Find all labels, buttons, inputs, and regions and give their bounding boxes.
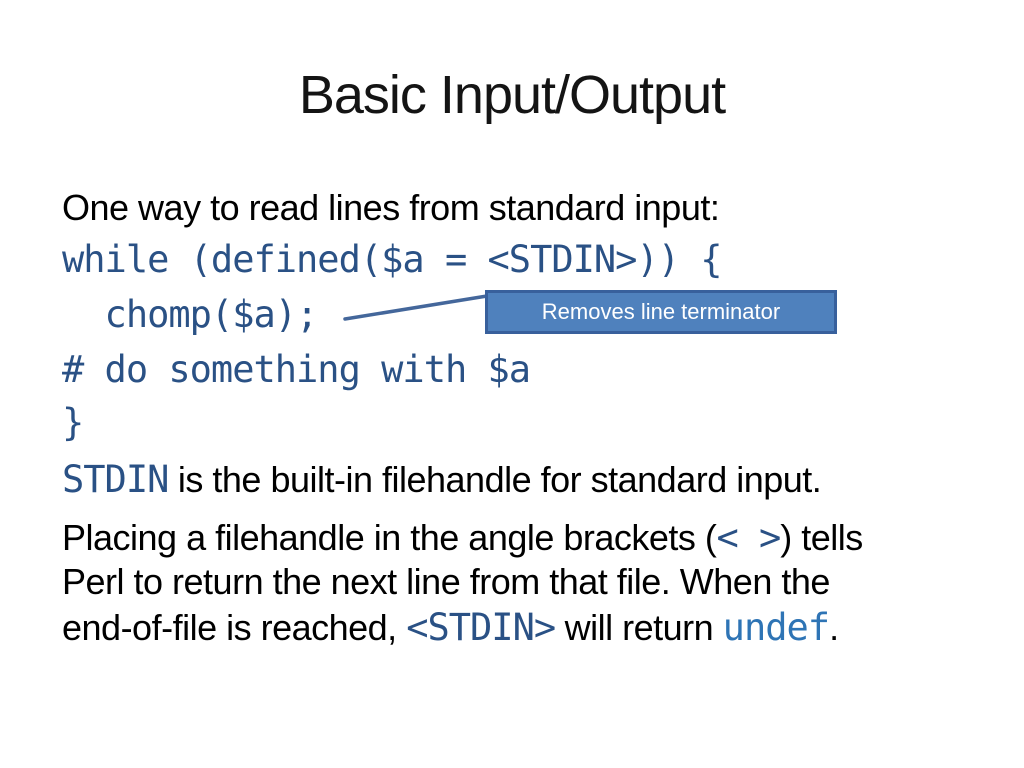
code-segment: STDIN (62, 458, 169, 501)
body-segment: Perl to return the next line from that f… (62, 561, 830, 602)
code-segment: <STDIN> (406, 606, 556, 649)
undef-segment: undef (722, 606, 830, 649)
text-line-9: end-of-file is reached, <STDIN> will ret… (62, 609, 839, 646)
body-segment: ) tells (780, 517, 863, 558)
callout-label: Removes line terminator (541, 299, 781, 324)
text-line-5: } (62, 401, 84, 444)
body-segment: is the built-in filehandle for standard … (168, 459, 822, 500)
text-line-4: # do something with $a (62, 348, 531, 391)
body-segment: will return (555, 607, 723, 648)
code-segment: } (62, 401, 84, 444)
connector-line (343, 294, 489, 321)
code-segment: while (defined($a = <STDIN>)) { (62, 238, 723, 281)
code-segment: chomp($a); (62, 293, 319, 336)
body-segment: . (829, 607, 839, 648)
body-segment: end-of-file is reached, (62, 607, 407, 648)
text-line-7: Placing a filehandle in the angle bracke… (62, 519, 863, 556)
text-line-8: Perl to return the next line from that f… (62, 564, 830, 600)
text-line-3: chomp($a); (62, 293, 319, 336)
slide-title: Basic Input/Output (298, 65, 726, 125)
code-segment: # do something with $a (62, 348, 531, 391)
code-segment: < > (716, 516, 781, 559)
callout-box: Removes line terminator (485, 290, 837, 334)
text-line-6: STDIN is the built-in filehandle for sta… (62, 458, 822, 501)
body-segment: Placing a filehandle in the angle bracke… (62, 517, 717, 558)
body-segment: One way to read lines from standard inpu… (62, 187, 720, 228)
text-line-1: One way to read lines from standard inpu… (62, 187, 720, 228)
text-line-2: while (defined($a = <STDIN>)) { (62, 238, 723, 281)
